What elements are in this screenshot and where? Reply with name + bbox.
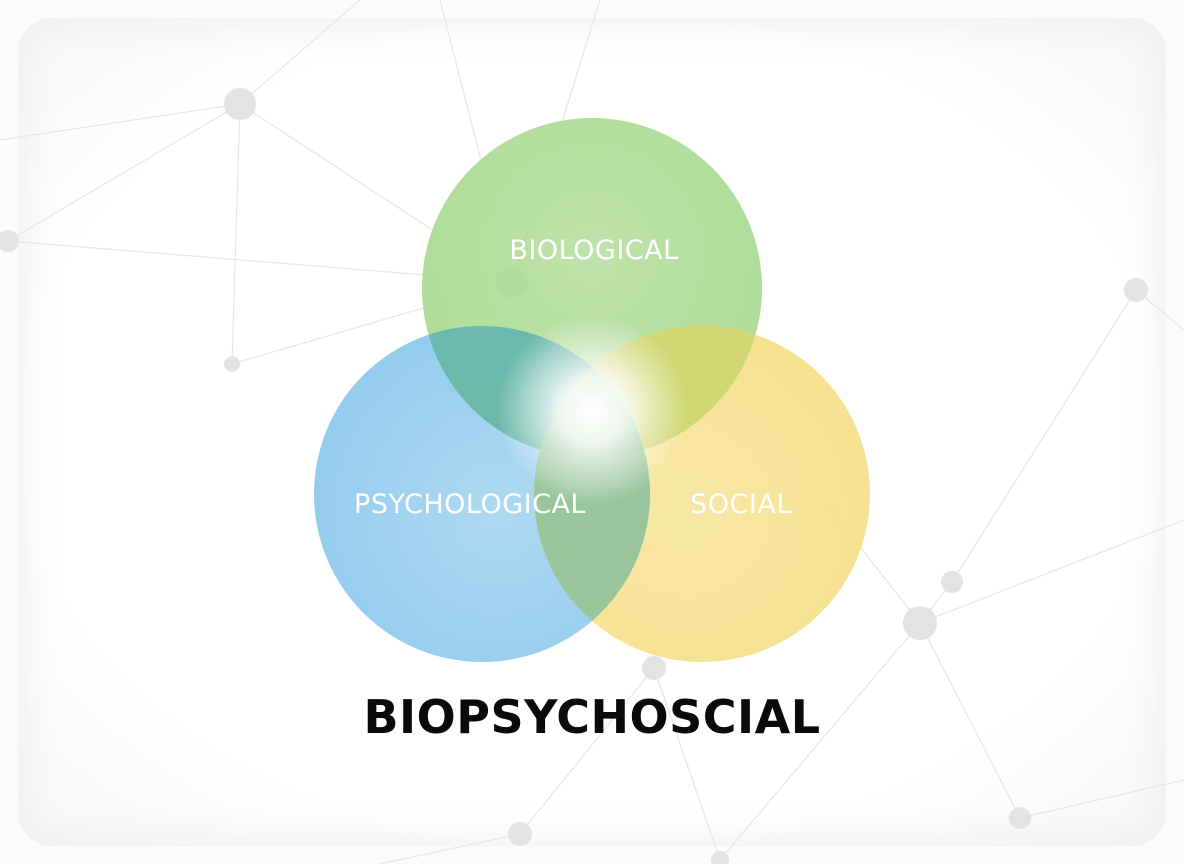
diagram-title: BIOPSYCHOSCIAL (363, 690, 821, 744)
center-glow (497, 315, 687, 505)
biological-label: BIOLOGICAL (509, 235, 678, 266)
social-label: SOCIAL (690, 489, 792, 520)
psychological-label: PSYCHOLOGICAL (354, 489, 586, 520)
